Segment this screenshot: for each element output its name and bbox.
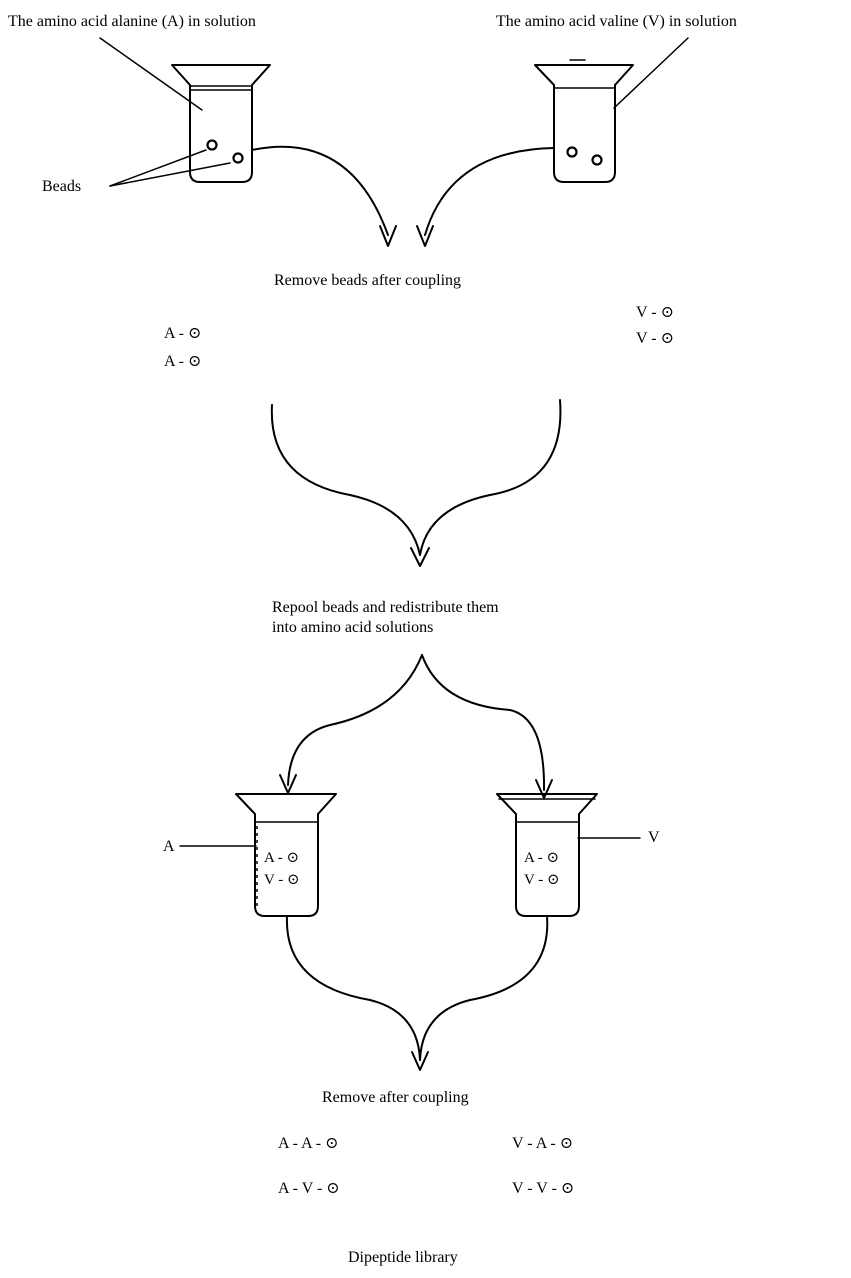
alanine-solution-label: The amino acid alanine (A) in solution [8,13,256,30]
left-beaker-arrow [251,145,389,236]
beaker-a-label: A [163,838,175,855]
alanine-product-2: A - ⊙ [164,353,201,370]
split-curve-left [287,654,423,786]
beaker-v-item-2: V - ⊙ [524,872,560,888]
dipeptide-av: A - V - ⊙ [278,1180,340,1197]
remove-after-label: Remove after coupling [322,1089,469,1106]
arrowhead-icon [416,225,434,247]
dipeptide-aa: A - A - ⊙ [278,1135,339,1152]
beads-pointer-line [109,162,231,187]
bead-icon [206,139,218,151]
dipeptide-va: V - A - ⊙ [512,1135,573,1152]
alanine-product-1: A - ⊙ [164,325,201,342]
dipeptide-library-label: Dipeptide library [348,1249,458,1266]
right-beaker-arrow [424,147,555,236]
arrowhead-icon [379,225,397,247]
beads-pointer-line [109,149,207,187]
beaker-a-item-2: V - ⊙ [264,872,300,888]
valine-product-1: V - ⊙ [636,304,674,321]
beaker-v [496,793,598,917]
bead-icon [232,152,244,164]
beaker-v-item-1: A - ⊙ [524,850,559,866]
remove-beads-label: Remove beads after coupling [274,272,461,289]
dipeptide-vv: V - V - ⊙ [512,1180,574,1197]
valine-product-2: V - ⊙ [636,330,674,347]
final-curve-right [419,915,549,1061]
pool-curve-left [270,404,421,556]
beads-label: Beads [42,178,81,195]
beaker-a [235,793,337,917]
arrowhead-icon [411,1051,429,1071]
bead-icon [566,146,578,158]
beaker-v-label: V [648,829,660,846]
pool-curve-right [419,399,562,556]
valine-beaker [534,59,634,183]
valine-leader-line [613,37,689,109]
arrowhead-icon [535,779,553,799]
arrowhead-icon [410,547,430,567]
valine-solution-label: The amino acid valine (V) in solution [496,13,737,30]
bead-icon [591,154,603,166]
repool-label-line2: into amino acid solutions [272,619,433,636]
final-curve-left [285,915,421,1061]
alanine-beaker [171,64,271,183]
beaker-a-item-1: A - ⊙ [264,850,299,866]
repool-label-line1: Repool beads and redistribute them [272,599,499,616]
split-curve-right [421,654,546,791]
alanine-leader-line [99,37,203,111]
